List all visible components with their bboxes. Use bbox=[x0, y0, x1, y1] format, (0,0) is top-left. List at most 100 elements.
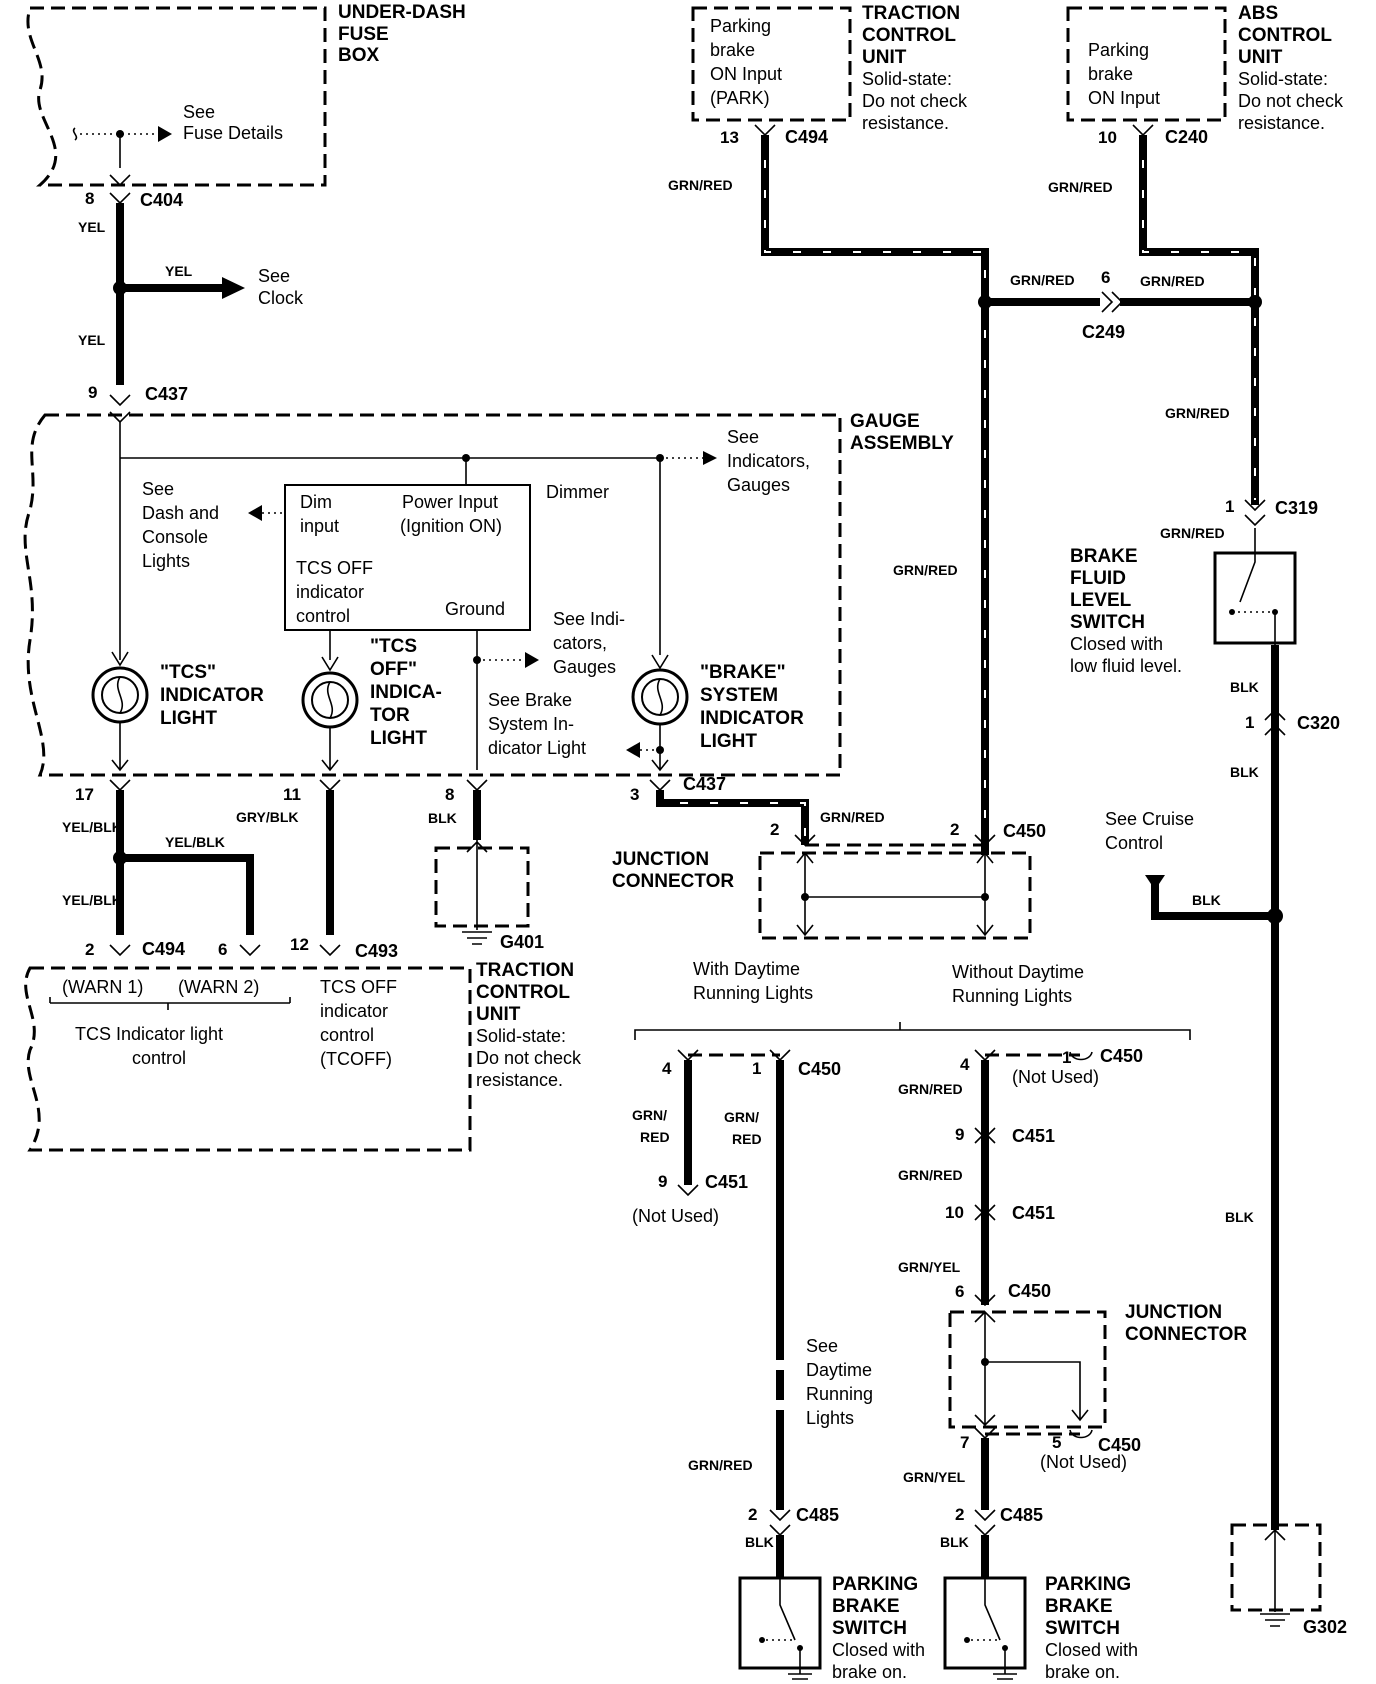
lb-see-drl-3: Running bbox=[806, 1384, 873, 1404]
pbs-left-note-1: Closed with bbox=[832, 1640, 925, 1660]
tcs-light-3: LIGHT bbox=[160, 708, 217, 729]
tcoff-4: (TCOFF) bbox=[320, 1049, 392, 1069]
rb-pin10: 10 bbox=[945, 1203, 964, 1222]
ground-icon bbox=[462, 931, 492, 945]
tcoff-2: indicator bbox=[320, 1001, 388, 1021]
rb-wire-label-2: GRN/RED bbox=[898, 1167, 963, 1183]
pbs-left-title-3: SWITCH bbox=[832, 1618, 907, 1639]
rb-c451b: C451 bbox=[1012, 1203, 1055, 1223]
lb-wire-label-1b: RED bbox=[640, 1129, 670, 1145]
rb-pin1: 1 bbox=[1062, 1048, 1071, 1067]
lb-see-drl-1: See bbox=[806, 1336, 838, 1356]
pin-3: 3 bbox=[630, 785, 639, 804]
see-brake-2: System In- bbox=[488, 714, 574, 734]
underdash-title-3: BOX bbox=[338, 45, 380, 66]
grn-red-wire-abs bbox=[1139, 135, 1259, 505]
see-ind-2: Indicators, bbox=[727, 451, 810, 471]
wire-blk-4: BLK bbox=[1192, 892, 1221, 908]
tcu-top-note-2: Do not check bbox=[862, 91, 968, 111]
tcu-bottom-title-3: UNIT bbox=[476, 1004, 521, 1025]
underdash-title-1: UNDER-DASH bbox=[338, 2, 466, 23]
under-dash-fuse-box: UNDER-DASH FUSE BOX See Fuse Details bbox=[26, 2, 466, 187]
c437-bottom: 17 11 8 3 C437 bbox=[75, 774, 726, 804]
split-bracket bbox=[634, 1022, 1191, 1040]
abs-inner-2: brake bbox=[1088, 64, 1133, 84]
tcu-bottom-note-1: Solid-state: bbox=[476, 1026, 566, 1046]
pbs-right-title-2: BRAKE bbox=[1045, 1596, 1113, 1617]
pin-11: 11 bbox=[283, 785, 301, 804]
warn1: (WARN 1) bbox=[62, 977, 143, 997]
grn-red-gauge-wire bbox=[656, 790, 809, 845]
c494-pin6: 6 bbox=[218, 940, 227, 959]
see-ind2-2: cators, bbox=[553, 633, 607, 653]
tcs-off-light-3: INDICA- bbox=[370, 682, 442, 703]
gauge-title-1: GAUGE bbox=[850, 411, 920, 432]
brake-light-3: INDICATOR bbox=[700, 708, 804, 729]
rb-wire-blk: BLK bbox=[940, 1534, 969, 1550]
abs-title-2: CONTROL bbox=[1238, 25, 1332, 46]
pbs-left-title-2: BRAKE bbox=[832, 1596, 900, 1617]
c404-pin: 8 bbox=[85, 189, 94, 208]
g401-box bbox=[434, 846, 530, 928]
c249-label: C249 bbox=[1082, 322, 1125, 342]
bfl-title-3: LEVEL bbox=[1070, 590, 1132, 611]
tcu-bottom-note-2: Do not check bbox=[476, 1048, 582, 1068]
ground-icon bbox=[1260, 1613, 1290, 1627]
power-input-2: (Ignition ON) bbox=[400, 516, 502, 536]
tcs-light-2: INDICATOR bbox=[160, 685, 264, 706]
parking-brake-switch-left: PARKING BRAKE SWITCH Closed with brake o… bbox=[738, 1574, 925, 1682]
left-branch: 4 1 C450 GRN/ RED 9 C451 (Not Used) GRN/… bbox=[632, 1049, 873, 1580]
pin-8: 8 bbox=[445, 785, 454, 804]
tcu-bottom-title-1: TRACTION bbox=[476, 960, 574, 981]
c437-top-pin: 9 bbox=[88, 383, 97, 402]
c249-pin: 6 bbox=[1101, 268, 1110, 287]
junction-connector-1: 2 2 C450 JUNCTION CONNECTOR bbox=[612, 820, 1046, 940]
rb-c450c: C450 bbox=[1098, 1435, 1141, 1455]
j1-title-1: JUNCTION bbox=[612, 849, 709, 870]
c494-pin2: 2 bbox=[85, 940, 94, 959]
c493-pin: 12 bbox=[290, 935, 309, 954]
rb-junction-2: CONNECTOR bbox=[1125, 1324, 1247, 1345]
g302-box bbox=[1230, 1523, 1322, 1612]
rb-wire-label-3: GRN/YEL bbox=[898, 1259, 961, 1275]
g302-label: G302 bbox=[1303, 1617, 1347, 1637]
wire-grn-red-2: GRN/RED bbox=[1048, 179, 1113, 195]
clock-wire-label: YEL bbox=[165, 263, 193, 279]
wire-yel-2: YEL bbox=[78, 332, 106, 348]
tcs-off-light-4: TOR bbox=[370, 705, 410, 726]
rb-wire-label-1: GRN/RED bbox=[898, 1081, 963, 1097]
lb-wire-label-2a: GRN/ bbox=[724, 1109, 759, 1125]
c493-label: C493 bbox=[355, 941, 398, 961]
rb-c450: C450 bbox=[1100, 1046, 1143, 1066]
wire-blk-1: BLK bbox=[428, 810, 457, 826]
fuse-details: Fuse Details bbox=[183, 123, 283, 143]
lb-pin4: 4 bbox=[662, 1059, 672, 1078]
abs-title-1: ABS bbox=[1238, 3, 1278, 24]
tcu-bottom: (WARN 1) (WARN 2) TCS Indicator light co… bbox=[24, 960, 582, 1152]
see-dash-3: Console bbox=[142, 527, 208, 547]
wire-blk-2: BLK bbox=[1230, 679, 1259, 695]
pbs-right-title-1: PARKING bbox=[1045, 1574, 1131, 1595]
see-ind2-1: See Indi- bbox=[553, 609, 625, 629]
abs-note-2: Do not check bbox=[1238, 91, 1344, 111]
gauge-title-2: ASSEMBLY bbox=[850, 433, 954, 454]
tcu-top-inner-2: brake bbox=[710, 40, 755, 60]
pin-17: 17 bbox=[75, 785, 94, 804]
brake-light-4: LIGHT bbox=[700, 731, 757, 752]
lb-c451: C451 bbox=[705, 1172, 748, 1192]
j1-title-2: CONNECTOR bbox=[612, 871, 734, 892]
gauge-assembly: GAUGE ASSEMBLY See Indicators, Gauges Se… bbox=[23, 411, 954, 777]
see-dash-4: Lights bbox=[142, 551, 190, 571]
rb-c451a: C451 bbox=[1012, 1126, 1055, 1146]
without-drl-2: Running Lights bbox=[952, 986, 1072, 1006]
tcu-top-title-3: UNIT bbox=[862, 47, 907, 68]
wire-yel-1: YEL bbox=[78, 219, 106, 235]
bfl-note-2: low fluid level. bbox=[1070, 656, 1182, 676]
c494-c493: 2 C494 6 12 C493 bbox=[85, 935, 398, 961]
underdash-title-2: FUSE bbox=[338, 24, 389, 45]
c319: 1 C319 bbox=[1225, 497, 1318, 527]
c404-label: C404 bbox=[140, 190, 183, 210]
arrow-right-icon bbox=[158, 126, 172, 142]
wire-grn-red-6: GRN/RED bbox=[893, 562, 958, 578]
